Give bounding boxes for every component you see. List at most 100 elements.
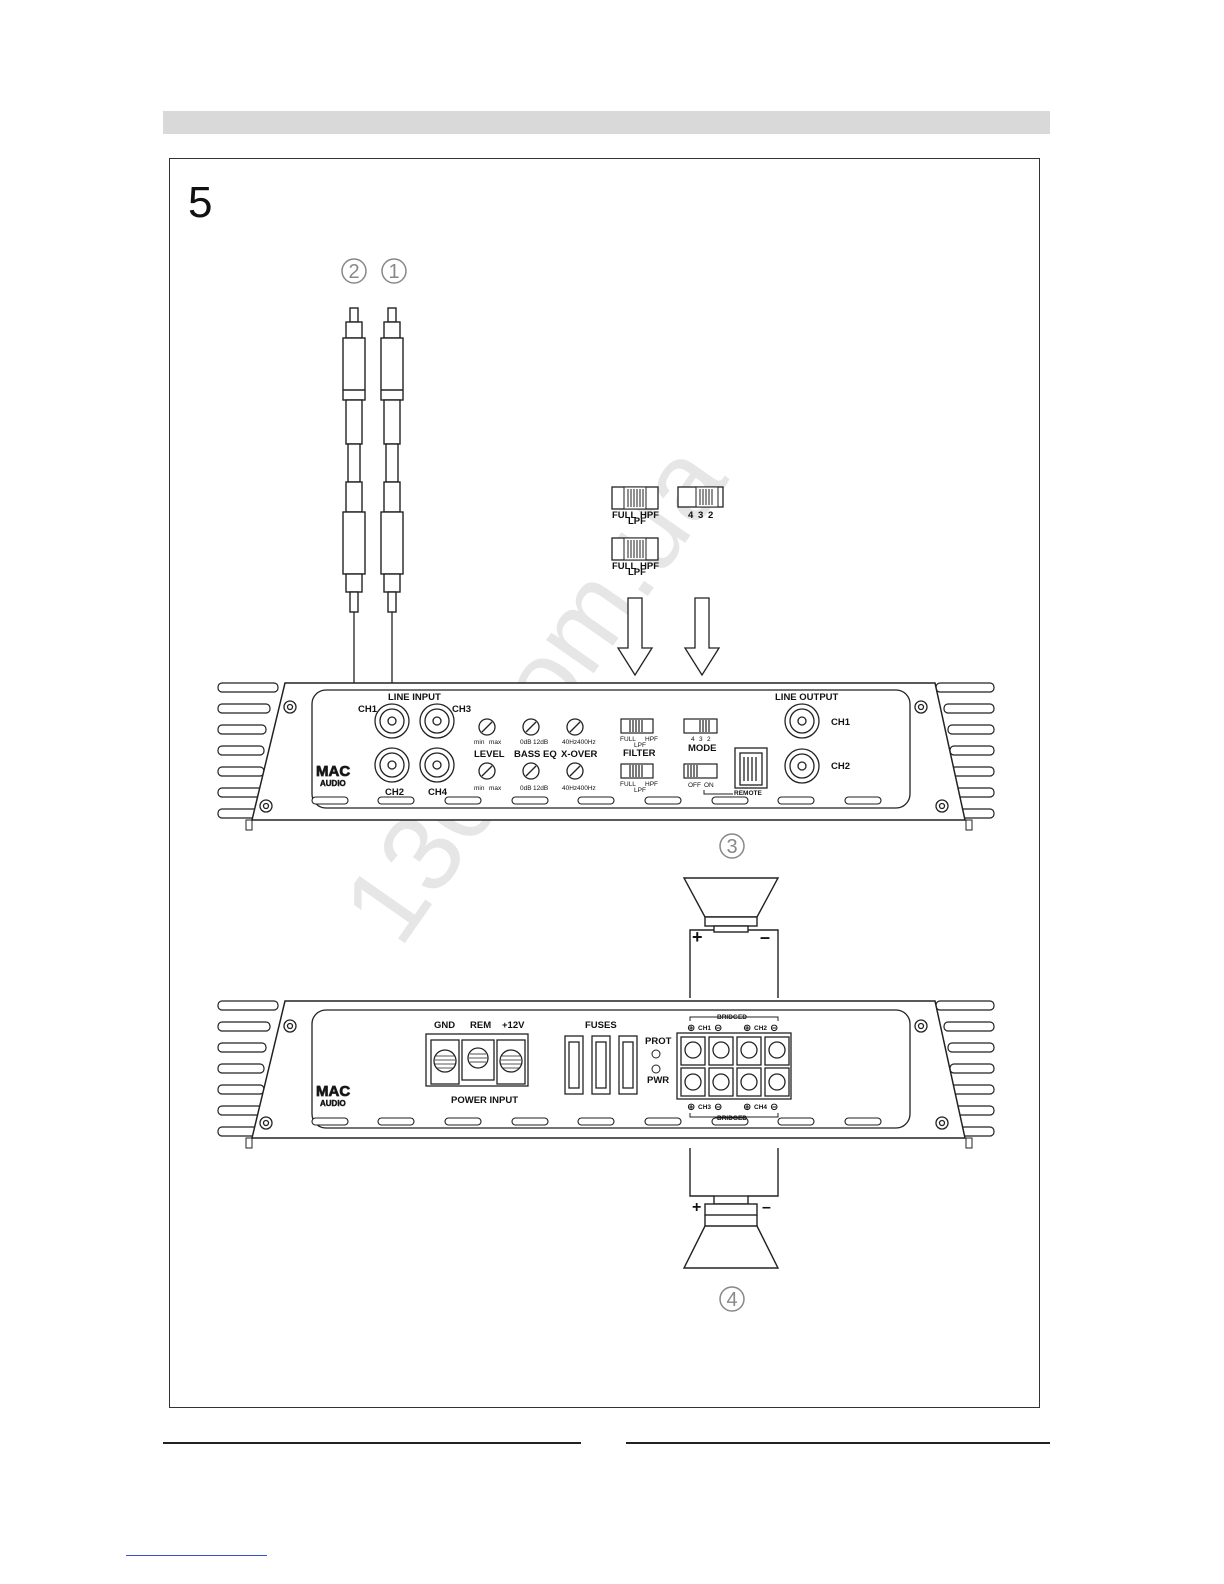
svg-text:max: max: [489, 785, 502, 792]
svg-text:4: 4: [688, 510, 694, 521]
svg-text:CH2: CH2: [831, 761, 850, 772]
pwr-led: [651, 1064, 661, 1074]
rca-output-jacks: [784, 703, 820, 784]
svg-text:FULL: FULL: [612, 561, 636, 572]
speaker-terminal-block: [676, 1032, 792, 1100]
svg-text:max: max: [489, 739, 502, 746]
svg-text:+12V: +12V: [502, 1020, 525, 1031]
svg-text:HPF: HPF: [645, 736, 658, 743]
speaker-bottom: [682, 1148, 780, 1269]
callout-4: 4: [719, 1286, 745, 1312]
callout-2: 2: [341, 258, 367, 284]
mode-label: MODE: [688, 743, 717, 754]
svg-text:–: –: [762, 1199, 771, 1216]
amplifier-front-panel: MAC AUDIO LINE INPUT CH1 CH3 CH2 CH4 min…: [217, 682, 995, 831]
svg-text:⊖: ⊖: [770, 1102, 778, 1113]
svg-text:HPF: HPF: [640, 510, 659, 521]
svg-text:+: +: [692, 927, 703, 947]
svg-text:OFF: OFF: [688, 782, 701, 789]
footer-rule-right: [626, 1442, 1050, 1444]
svg-text:FULL: FULL: [620, 781, 636, 788]
line-input-label: LINE INPUT: [388, 692, 441, 703]
speaker-top: [682, 877, 780, 998]
svg-text:HPF: HPF: [640, 561, 659, 572]
svg-text:REM: REM: [470, 1020, 491, 1031]
svg-text:2: 2: [348, 261, 359, 283]
svg-text:⊖: ⊖: [770, 1023, 778, 1034]
svg-text:⊕: ⊕: [743, 1023, 751, 1034]
svg-text:2: 2: [707, 736, 711, 743]
figure-frame: [169, 158, 1040, 1408]
svg-text:PROT: PROT: [645, 1036, 672, 1047]
section-header-bar: [163, 111, 1050, 134]
mode-switch-illustration: 4 3 2: [677, 486, 724, 521]
control-knobs: [478, 718, 584, 780]
footer-rule-left: [163, 1442, 581, 1444]
svg-text:3: 3: [698, 510, 703, 521]
power-input-label: POWER INPUT: [451, 1095, 518, 1106]
svg-text:⊕: ⊕: [743, 1102, 751, 1113]
rca-cable-2: [342, 307, 366, 613]
svg-text:CH1: CH1: [358, 704, 378, 715]
svg-text:CH3: CH3: [452, 704, 471, 715]
svg-text:CH1: CH1: [698, 1025, 711, 1032]
svg-text:GND: GND: [434, 1020, 455, 1031]
svg-text:⊖: ⊖: [714, 1023, 722, 1034]
bass-eq-label: BASS EQ: [514, 749, 557, 760]
svg-text:LPF: LPF: [628, 516, 646, 527]
svg-text:LPF: LPF: [628, 567, 646, 578]
svg-text:400Hz: 400Hz: [577, 785, 596, 792]
svg-text:LPF: LPF: [634, 742, 646, 749]
svg-text:3: 3: [699, 736, 703, 743]
svg-text:⊕: ⊕: [687, 1023, 695, 1034]
svg-text:CH4: CH4: [754, 1104, 767, 1111]
callout-3: 3: [719, 833, 745, 859]
svg-text:⊖: ⊖: [714, 1102, 722, 1113]
svg-text:min: min: [474, 739, 485, 746]
prot-led: [651, 1049, 661, 1059]
svg-text:HPF: HPF: [645, 781, 658, 788]
remote-jack: [734, 747, 768, 789]
arrow-down-icon: [616, 597, 721, 677]
footer-link-underline[interactable]: [126, 1555, 267, 1556]
fuses-label: FUSES: [585, 1020, 617, 1031]
svg-text:40Hz: 40Hz: [562, 785, 577, 792]
svg-text:CH2: CH2: [754, 1025, 767, 1032]
svg-text:CH3: CH3: [698, 1104, 711, 1111]
rca-cable-1: [380, 307, 404, 613]
svg-text:⊕: ⊕: [687, 1102, 695, 1113]
svg-text:40Hz: 40Hz: [562, 739, 577, 746]
svg-text:3: 3: [726, 836, 737, 858]
mode-switch: [683, 718, 718, 734]
svg-text:+: +: [692, 1199, 701, 1216]
rca-input-jacks: [374, 703, 455, 783]
svg-text:4: 4: [726, 1289, 737, 1311]
figure-number: 5: [188, 178, 213, 227]
filter-switch-illustration-b: FULL HPF LPF: [611, 537, 659, 578]
svg-text:REMOTE: REMOTE: [734, 790, 762, 797]
svg-text:FULL: FULL: [612, 510, 636, 521]
x-over-label: X-OVER: [561, 749, 598, 760]
line-output-label: LINE OUTPUT: [775, 692, 839, 703]
svg-text:12dB: 12dB: [533, 739, 548, 746]
svg-text:AUDIO: AUDIO: [320, 779, 346, 788]
callout-1: 1: [381, 258, 407, 284]
svg-text:1: 1: [388, 261, 399, 283]
svg-text:4: 4: [691, 736, 695, 743]
fuse-holders: [564, 1035, 638, 1095]
svg-text:0dB: 0dB: [520, 739, 532, 746]
svg-text:ON: ON: [704, 782, 714, 789]
amplifier-rear-panel: MAC AUDIO GND REM +12V POWER INPUT FUSES: [217, 1000, 995, 1149]
svg-text:CH1: CH1: [831, 717, 851, 728]
svg-text:2: 2: [708, 510, 713, 521]
svg-text:PWR: PWR: [647, 1075, 669, 1086]
svg-text:12dB: 12dB: [533, 785, 548, 792]
svg-text:0dB: 0dB: [520, 785, 532, 792]
svg-text:AUDIO: AUDIO: [320, 1099, 346, 1108]
filter-switch-illustration-a: FULL HPF LPF: [611, 486, 659, 527]
svg-text:CH2: CH2: [385, 787, 404, 798]
filter-label: FILTER: [623, 748, 656, 759]
mac-audio-logo: MAC AUDIO: [316, 763, 351, 789]
level-label: LEVEL: [474, 749, 505, 760]
